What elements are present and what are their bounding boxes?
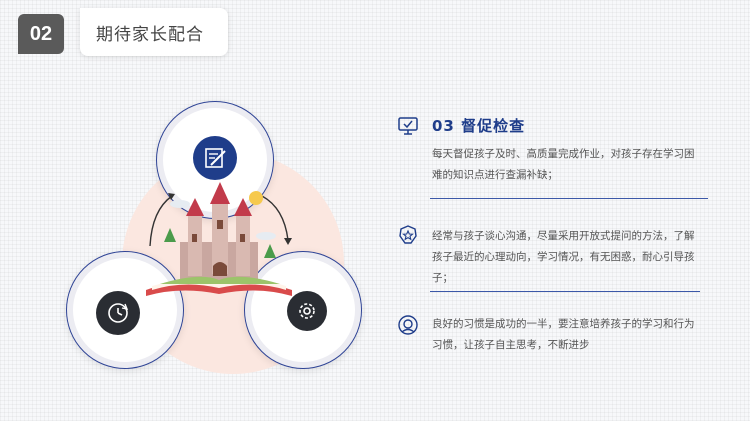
- page-title: 期待家长配合: [96, 24, 204, 45]
- monitor-check-icon: [398, 117, 418, 135]
- section-number: 02: [29, 22, 53, 45]
- brain-gear-icon: [287, 291, 327, 331]
- section-number-badge: 02: [18, 14, 64, 54]
- castle-book-illustration: [146, 182, 292, 296]
- item-text-1: 每天督促孩子及时、高质量完成作业，对孩子存在学习困难的知识点进行查漏补缺；: [432, 148, 695, 181]
- divider-1: [430, 198, 708, 199]
- item-text-3: 良好的习惯是成功的一半，要注意培养孩子的学习和行为习惯，让孩子自主思考，不断进步: [432, 318, 695, 351]
- badge-star-icon: [399, 225, 417, 244]
- clock-refresh-icon: [96, 291, 140, 335]
- checklist-pen-icon: [193, 136, 237, 180]
- head-gear-icon: [398, 315, 418, 335]
- divider-2: [430, 291, 700, 292]
- item-text-2: 经常与孩子谈心沟通，尽量采用开放式提问的方法，了解孩子最近的心理动向，学习情况，…: [432, 230, 695, 284]
- page-title-box: 期待家长配合: [80, 8, 228, 56]
- section-heading: 03 督促检查: [432, 117, 526, 135]
